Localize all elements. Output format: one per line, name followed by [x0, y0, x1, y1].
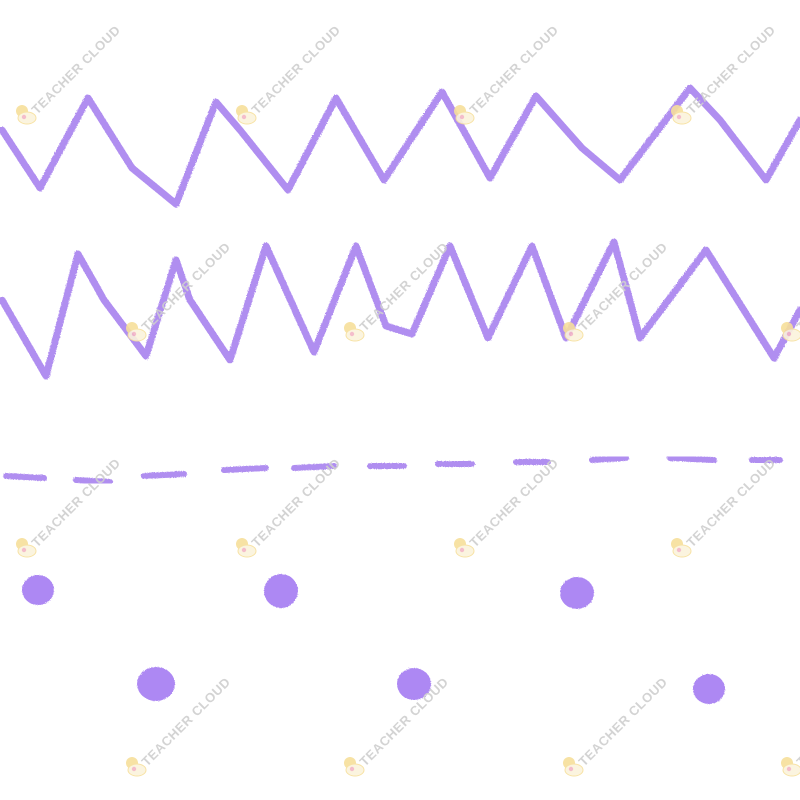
cloud-sun-icon: [671, 538, 692, 558]
cloud-sun-icon: [454, 105, 475, 125]
dot: [693, 674, 725, 704]
dot: [137, 667, 175, 701]
watermark-text: TEACHER CLOUD: [794, 674, 800, 769]
cloud-sun-icon: [126, 322, 147, 342]
zigzag-line-2: [0, 238, 800, 380]
cloud-sun-icon: [671, 105, 692, 125]
zigzag-line-1: [0, 84, 800, 208]
watermark: TEACHER CLOUD: [454, 455, 562, 558]
cloud-sun-icon: [454, 538, 475, 558]
cloud-sun-icon: [344, 757, 365, 777]
watermark-text: TEACHER CLOUD: [467, 455, 562, 550]
watermark-layer: TEACHER CLOUD TEACHER CLOUD TEACHER CLOUD T…: [16, 22, 800, 777]
watermark: TEACHER CLOUD: [671, 455, 779, 558]
cloud-sun-icon: [236, 105, 257, 125]
cloud-sun-icon: [781, 322, 800, 342]
watermark-text: TEACHER CLOUD: [249, 22, 344, 117]
dot: [397, 668, 431, 700]
cloud-sun-icon: [563, 757, 584, 777]
dot: [560, 577, 594, 609]
watermark: TEACHER CLOUD: [344, 674, 451, 777]
cloud-sun-icon: [236, 538, 257, 558]
dot: [264, 574, 298, 608]
watermark: TEACHER CLOUD: [563, 674, 671, 777]
watermark-text: TEACHER CLOUD: [29, 455, 124, 550]
cloud-sun-icon: [16, 105, 37, 125]
watermark: TEACHER CLOUD: [781, 239, 800, 342]
watermark-text: TEACHER CLOUD: [576, 674, 671, 769]
watermark: TEACHER CLOUD: [16, 22, 124, 125]
cloud-sun-icon: [126, 757, 147, 777]
watermark: TEACHER CLOUD: [781, 674, 800, 777]
watermark-text: TEACHER CLOUD: [139, 239, 234, 334]
watermark-text: TEACHER CLOUD: [467, 22, 562, 117]
watermark: TEACHER CLOUD: [671, 22, 779, 125]
dot-row-2: [137, 667, 725, 704]
cloud-sun-icon: [563, 322, 584, 342]
watermark-text: TEACHER CLOUD: [684, 22, 779, 117]
watermark: TEACHER CLOUD: [16, 455, 124, 558]
cloud-sun-icon: [344, 322, 365, 342]
dot-row-1: [22, 574, 594, 609]
cloud-sun-icon: [16, 538, 37, 558]
watermark-text: TEACHER CLOUD: [29, 22, 124, 117]
dashed-line: [3, 455, 783, 485]
dot: [22, 575, 54, 605]
cloud-sun-icon: [781, 757, 800, 777]
watermark: TEACHER CLOUD: [126, 239, 234, 342]
watermark-text: TEACHER CLOUD: [684, 455, 779, 550]
